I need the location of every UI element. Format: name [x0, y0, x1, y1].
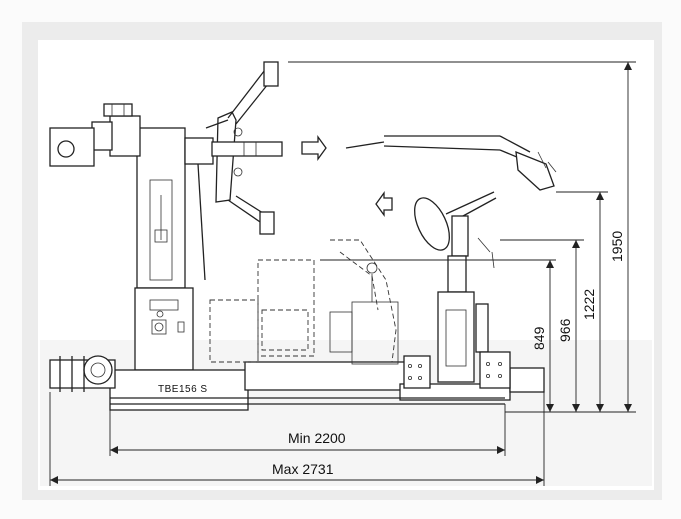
- max-width-label: Max 2731: [272, 461, 334, 477]
- wheel-clamp: [205, 61, 283, 235]
- machine-column: [49, 103, 214, 371]
- movement-arrows: [301, 135, 393, 217]
- height-1222-label: 1222: [581, 289, 597, 320]
- height-966-label: 966: [557, 318, 573, 342]
- height-1950-label: 1950: [609, 231, 625, 262]
- height-849-label: 849: [531, 326, 547, 350]
- dimension-lines-vertical: [288, 61, 636, 413]
- trolley-alternate-positions: [209, 239, 399, 365]
- tool-head-middle: [414, 191, 497, 269]
- tool-column: [403, 255, 511, 389]
- tool-arm-upper: [345, 135, 557, 191]
- dimension-lines-horizontal: [49, 392, 545, 486]
- min-width-label: Min 2200: [288, 430, 346, 446]
- machine-model-label: TBE156 S: [158, 384, 208, 395]
